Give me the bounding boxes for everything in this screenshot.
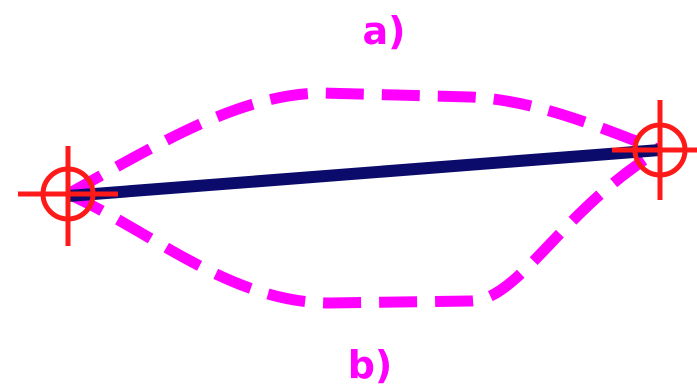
- straight-path: [67, 144, 661, 202]
- target-left: [18, 146, 118, 246]
- target-right: [612, 100, 697, 200]
- lower-dashed-path: [65, 145, 663, 309]
- upper-dashed-path: [65, 87, 662, 199]
- label-top: a): [362, 9, 405, 53]
- label-bottom: b): [348, 343, 393, 386]
